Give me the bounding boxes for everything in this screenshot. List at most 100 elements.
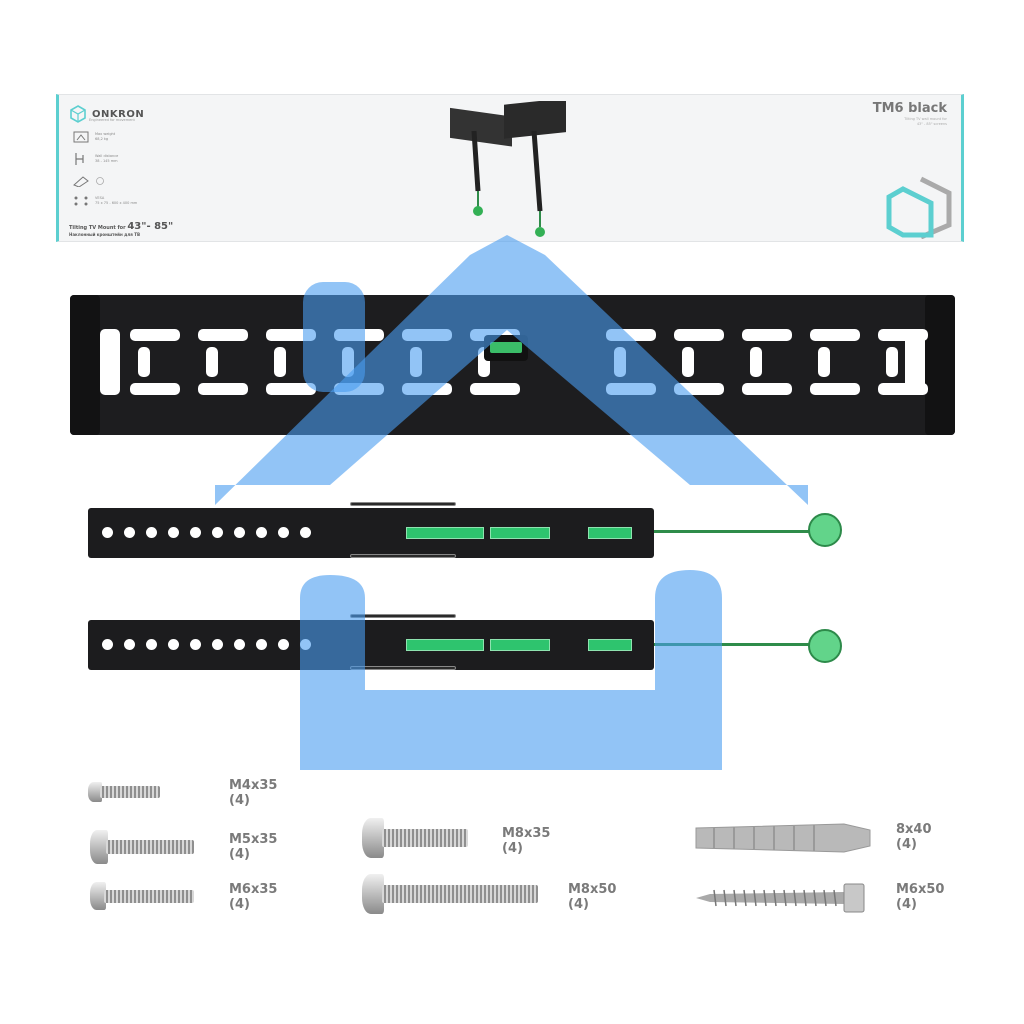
mounting-slot [674,383,724,395]
mounting-slot [614,347,626,377]
mount-illustration [450,101,566,237]
mounting-slot [742,383,792,395]
mounting-slot [810,383,860,395]
arm-hole [234,527,245,538]
hardware-label-m8x35: M8x35 (4) [502,826,551,856]
mounting-slot [742,329,792,341]
arm-hole [146,527,157,538]
mounting-slot [402,383,452,395]
release-knob [808,513,842,547]
mounting-slot [606,383,656,395]
mounting-slot [198,383,248,395]
mounting-slot [274,347,286,377]
arm-hole [102,639,113,650]
wall-distance-icon [75,153,84,165]
level-slot [490,639,550,651]
tv-bracket-arm-1 [88,502,654,558]
mounting-slot [682,347,694,377]
mounting-slot [334,329,384,341]
tv-bracket-arm-2 [88,614,654,670]
hardware-label-m6x35: M6x35 (4) [229,882,278,912]
screw-m6x35-image [90,882,200,912]
arm-hole [278,639,289,650]
arm-hole [212,527,223,538]
hardware-label-m5x35: M5x35 (4) [229,832,278,862]
spec-vesa: VESA 75 x 75 - 600 x 400 mm [73,195,137,207]
arm-hole [278,527,289,538]
arm-hole [124,527,135,538]
level-slot [588,639,632,651]
banner-title: Tilting TV Mount for 43"- 85" [69,221,174,232]
tilt-angle-icon [96,177,104,185]
wall-anchor-8x40-image [695,823,871,853]
model-name: TM6 black [872,101,947,116]
arm-hole [102,527,113,538]
arm-strap-top [350,502,456,506]
mounting-slot [410,347,422,377]
arm-hole [256,527,267,538]
mounting-slot [138,347,150,377]
release-cord [654,530,814,533]
mounting-slot [130,329,180,341]
screw-m4x35-image [88,780,168,804]
hardware-label-m8x50: M8x50 (4) [568,882,617,912]
vesa-pattern-icon [74,196,88,206]
arm-hole [168,527,179,538]
mounting-slot [266,383,316,395]
mounting-slot [606,329,656,341]
level-slot [406,527,484,539]
mounting-slot [266,329,316,341]
spec-wall-distance: Wall distance 38 - 145 mm [73,153,118,165]
brand-tagline: Engineered for movement [89,118,135,122]
screw-m8x50-image [362,874,542,914]
arm-hole [300,527,311,538]
mounting-slot [470,383,520,395]
mounting-slot [674,329,724,341]
hardware-label-m4x35: M4x35 (4) [229,778,278,808]
arm-hole [256,639,267,650]
wall-plate-right-cap [925,295,955,435]
level-slot [406,639,484,651]
mounting-slot [206,347,218,377]
arm-hole [212,639,223,650]
mounting-slot [886,347,898,377]
mounting-slot [905,329,925,395]
tilt-icon [73,176,89,187]
mounting-slot [402,329,452,341]
release-knob [808,629,842,663]
level-vial [490,342,522,353]
arm-strap-top [350,614,456,618]
level-slot [588,527,632,539]
arm-strap-bottom [350,554,456,558]
level-slot [490,527,550,539]
mounting-slot [818,347,830,377]
mounting-slot [198,329,248,341]
arm-hole [190,639,201,650]
arm-hole [146,639,157,650]
mounting-slot [334,383,384,395]
onkron-cube-icon [70,105,86,123]
banner-title-ru: Наклонный кронштейн для ТВ [69,232,141,237]
spec-max-weight: Max weight 68,2 kg [73,131,115,143]
arm-hole [190,527,201,538]
arm-hole [300,639,311,650]
wall-plate-left-cap [70,295,100,435]
tv-weight-icon [73,131,89,143]
hardware-label-m6x50: M6x50 (4) [896,882,945,912]
model-subtitle: Tilting TV wall mount for 43" - 85" scre… [904,117,947,126]
arm-hole [124,639,135,650]
mounting-slot [130,383,180,395]
mounting-slot [810,329,860,341]
mounting-slot [750,347,762,377]
spec-tilt [73,175,105,187]
arm-hole [234,639,245,650]
brand-logo: ONKRON [69,105,144,123]
product-box-banner: ONKRON Engineered for movement Max weigh… [56,94,964,242]
wall-plate [70,295,955,435]
screw-m5x35-image [90,830,200,864]
mounting-slot [100,329,120,395]
arm-hole [168,639,179,650]
brand-name: ONKRON [92,108,145,120]
lag-bolt-m6x50-image [696,883,865,913]
screw-m8x35-image [362,818,472,858]
